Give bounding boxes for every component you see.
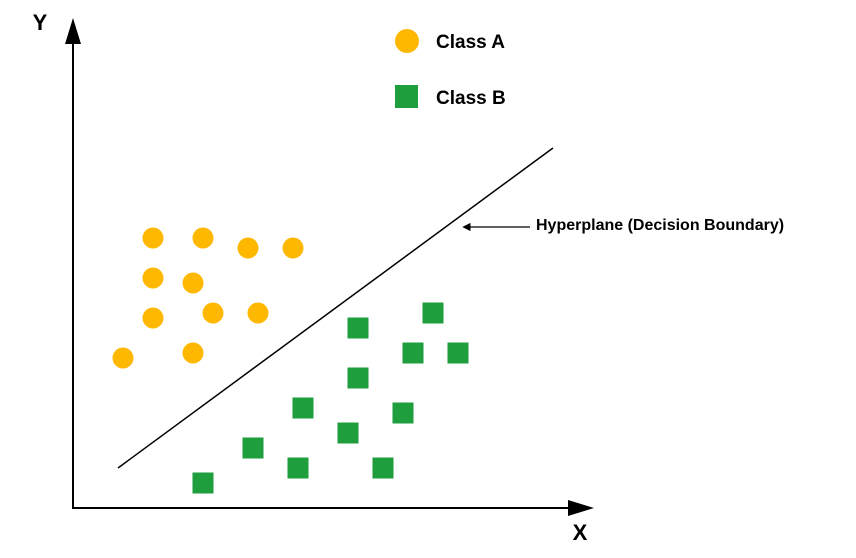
class-b-point	[347, 367, 369, 389]
class-b-point	[392, 402, 414, 424]
class-b-point	[292, 397, 314, 419]
class-a-point	[182, 342, 204, 364]
class-a-point	[202, 302, 224, 324]
class-a-point	[112, 347, 134, 369]
class-a-point	[247, 302, 269, 324]
legend-class-a-marker	[395, 29, 419, 53]
class-a-point	[282, 237, 304, 259]
class-b-point	[402, 342, 424, 364]
hyperplane-line	[117, 147, 554, 469]
class-b-point	[287, 457, 309, 479]
class-b-point	[192, 472, 214, 494]
class-b-point	[337, 422, 359, 444]
class-a-point	[142, 307, 164, 329]
class-a-point	[237, 237, 259, 259]
class-a-point	[142, 227, 164, 249]
y-axis-arrowhead	[65, 18, 81, 44]
class-a-point	[182, 272, 204, 294]
class-b-points	[192, 302, 469, 494]
class-a-points	[112, 227, 304, 369]
legend-class-b-marker	[395, 85, 418, 108]
legend: Class A Class B	[395, 29, 506, 109]
x-axis-arrowhead	[568, 500, 594, 516]
legend-class-a-label: Class A	[436, 32, 505, 53]
class-a-point	[192, 227, 214, 249]
class-a-point	[142, 267, 164, 289]
hyperplane-annotation: Hyperplane (Decision Boundary)	[536, 217, 784, 234]
y-axis-label: Y	[33, 10, 48, 35]
class-b-point	[347, 317, 369, 339]
legend-class-b-label: Class B	[436, 88, 506, 109]
class-b-point	[422, 302, 444, 324]
class-b-point	[372, 457, 394, 479]
class-b-point	[242, 437, 264, 459]
x-axis-label: X	[573, 520, 588, 545]
class-b-point	[447, 342, 469, 364]
